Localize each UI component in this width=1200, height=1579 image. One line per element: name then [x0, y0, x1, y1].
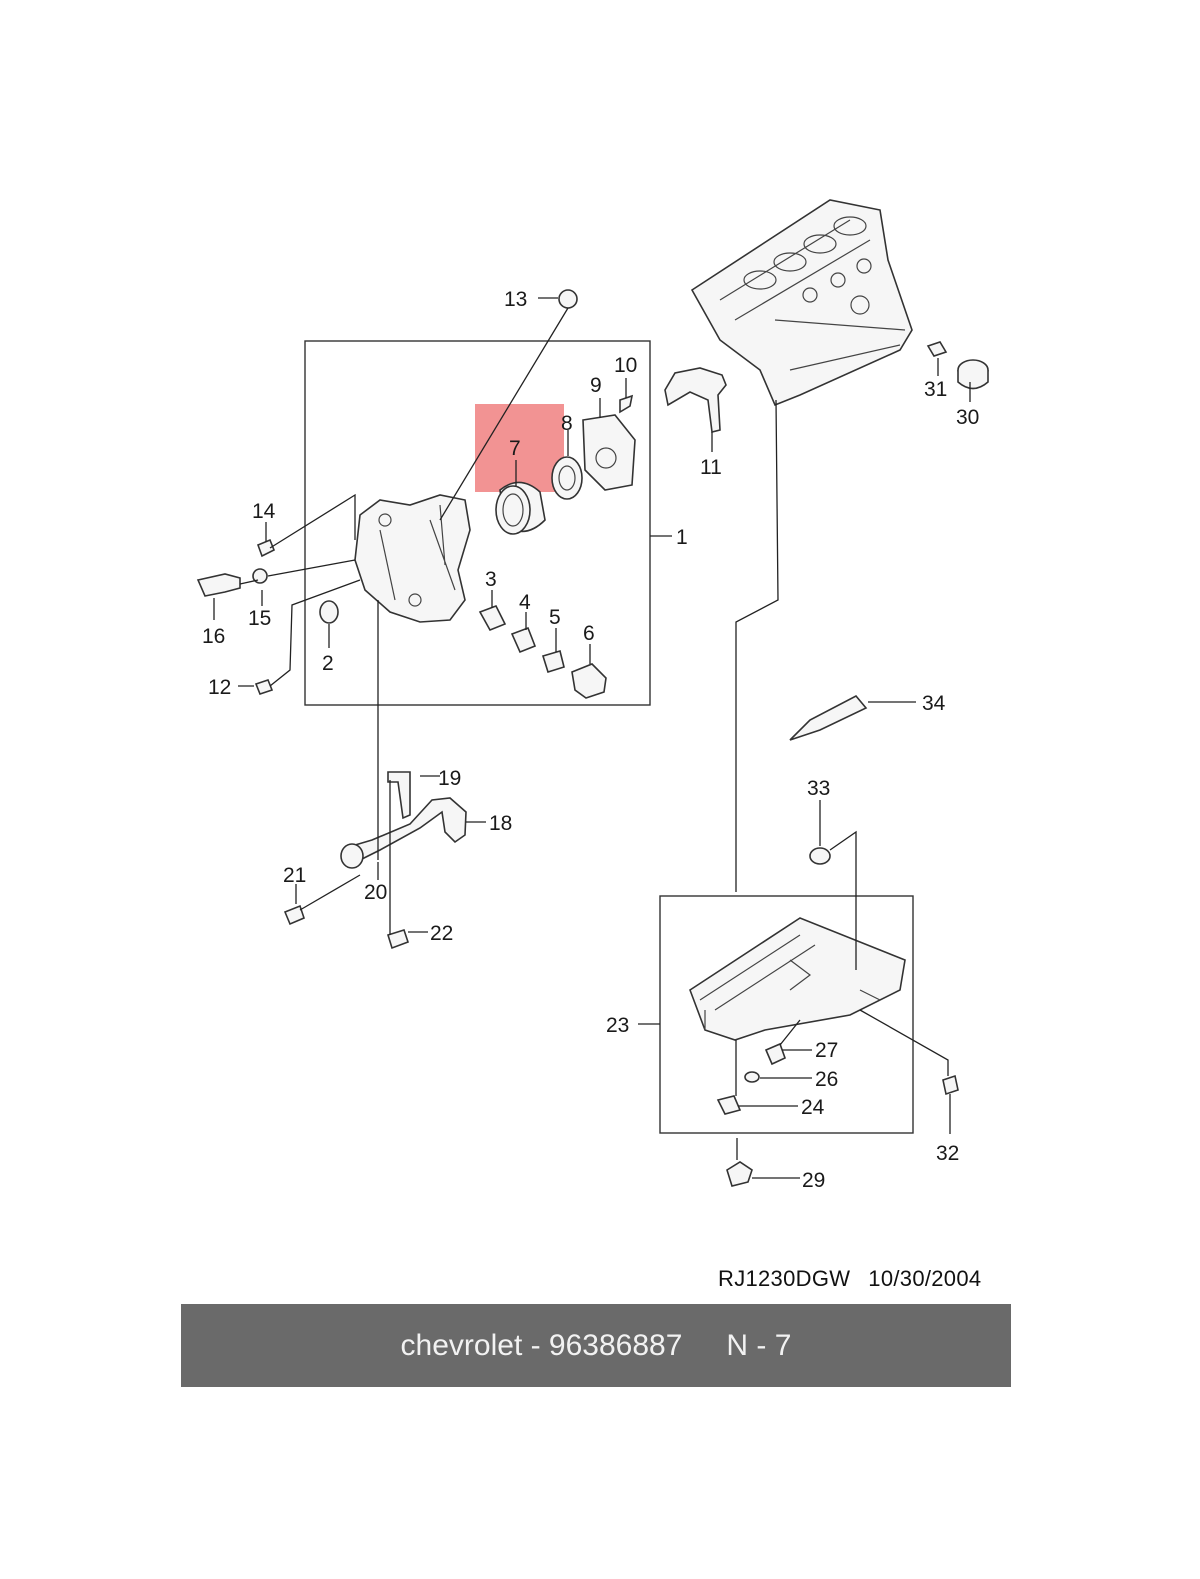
banner-page: N - 7 — [726, 1328, 792, 1362]
part-32-bolt — [942, 1074, 959, 1096]
part-29-bolt — [726, 1161, 753, 1187]
part-14-bolt — [256, 538, 276, 558]
part-31-fitting — [926, 341, 948, 357]
part-12-plug — [254, 679, 274, 695]
callout-3: 3 — [485, 568, 497, 591]
callout-31: 31 — [924, 378, 947, 401]
part-4-spring — [510, 626, 537, 654]
part-26-washer — [744, 1071, 760, 1083]
reference-line: RJ1230DGW 10/30/2004 — [718, 1266, 999, 1292]
oil-pump-body — [354, 494, 471, 623]
callout-33: 33 — [807, 777, 830, 800]
part-27 — [764, 1042, 786, 1066]
part-6-plug — [571, 663, 607, 699]
part-34-sealant — [789, 694, 868, 741]
callout-30: 30 — [956, 406, 979, 429]
parts-diagram: 13 10 9 8 7 1 11 31 30 14 15 16 2 3 4 5 … — [196, 199, 989, 1192]
callout-9: 9 — [590, 374, 602, 397]
part-24-bolt — [716, 1095, 742, 1115]
callout-14: 14 — [252, 500, 276, 523]
reference-date: 10/30/2004 — [868, 1266, 982, 1291]
callout-2: 2 — [322, 652, 334, 675]
oil-pump-frame — [304, 340, 651, 706]
part-30-oil-filter — [957, 359, 989, 390]
engine-block — [690, 199, 913, 407]
oil-pan-frame — [659, 895, 914, 1134]
callout-32: 32 — [936, 1142, 959, 1165]
part-16-sensor — [196, 573, 241, 597]
callout-1: 1 — [676, 526, 688, 549]
oil-pan — [689, 917, 906, 1041]
callout-22: 22 — [430, 922, 453, 945]
part-2-seal — [319, 600, 339, 624]
callout-34: 34 — [922, 692, 946, 715]
callout-6: 6 — [583, 622, 595, 645]
callout-5: 5 — [549, 606, 561, 629]
part-15-washer — [252, 568, 268, 584]
oil-strainer — [283, 771, 467, 950]
part-11-bracket — [664, 367, 727, 433]
part-7-rotor — [495, 481, 546, 535]
callout-18: 18 — [489, 812, 512, 835]
callout-7: 7 — [509, 437, 521, 460]
callout-27: 27 — [815, 1039, 838, 1062]
leader-lines — [213, 297, 971, 1179]
callout-12: 12 — [208, 676, 231, 699]
callout-19: 19 — [438, 767, 461, 790]
callout-11: 11 — [700, 456, 722, 479]
callout-13: 13 — [504, 288, 527, 311]
part-9-cover — [582, 414, 636, 491]
reference-code: RJ1230DGW — [718, 1266, 851, 1291]
callout-8: 8 — [561, 412, 573, 435]
callout-16: 16 — [202, 625, 225, 648]
part-5-washer — [541, 649, 565, 674]
part-33-plug — [809, 847, 831, 865]
callout-24: 24 — [801, 1096, 825, 1119]
callout-4: 4 — [519, 591, 531, 614]
part-13-nut — [558, 289, 578, 309]
callout-26: 26 — [815, 1068, 838, 1091]
callout-20: 20 — [364, 881, 387, 904]
part-3-sleeve — [478, 604, 507, 632]
callout-21: 21 — [283, 864, 306, 887]
highlight-box — [475, 404, 564, 492]
part-8-gear — [551, 456, 583, 500]
callout-29: 29 — [802, 1169, 825, 1192]
callout-10: 10 — [614, 354, 637, 377]
part-10-bolt — [619, 394, 634, 414]
banner-brand-part: chevrolet - 96386887 — [400, 1328, 683, 1362]
callout-23: 23 — [606, 1014, 629, 1037]
caption-banner: chevrolet - 96386887 N - 7 — [181, 1304, 1011, 1387]
callout-15: 15 — [248, 607, 271, 630]
